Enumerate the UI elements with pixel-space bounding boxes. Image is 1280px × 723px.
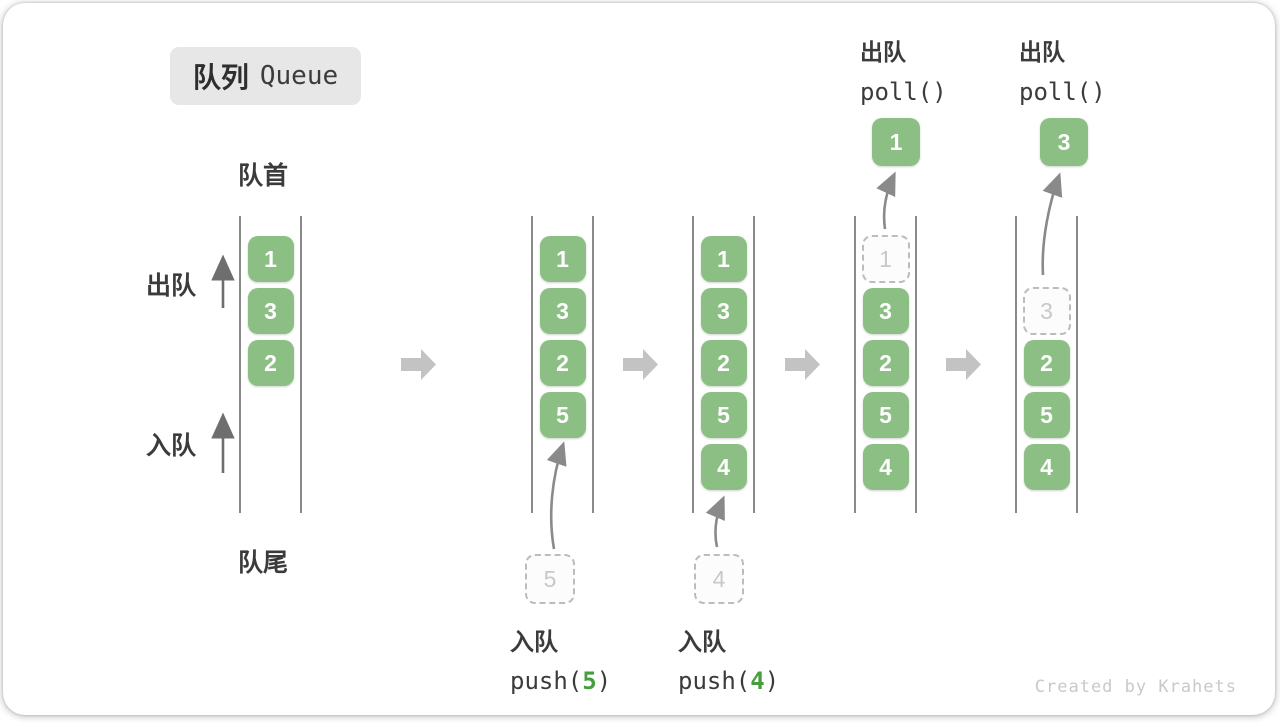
poll-header-2: 出队 poll() (1019, 33, 1106, 106)
queue-item: 2 (1023, 340, 1070, 386)
pending-item: 4 (694, 554, 744, 604)
queue-item: 3 (862, 288, 909, 334)
queue-item: 1 (539, 236, 586, 282)
poll-header-1: 出队 poll() (860, 33, 947, 106)
queue-diagram-canvas: 队列 Queue 队首 队尾 出队 入队 出队 poll() 出队 poll()… (3, 3, 1275, 715)
queue-item: 1 (247, 236, 294, 282)
operation-arrow-icons (546, 171, 1063, 550)
poll-header-1-code: poll() (860, 78, 947, 106)
queue-item: 1 (700, 236, 747, 282)
watermark: Created by Krahets (1034, 677, 1237, 697)
title-zh: 队列 (192, 62, 249, 93)
queue-item: 4 (700, 444, 747, 490)
push-caption-2-zh: 入队 (678, 629, 726, 656)
queue-item: 4 (1023, 444, 1070, 490)
queue-item: 2 (539, 340, 586, 386)
poll-header-2-code: poll() (1019, 78, 1106, 106)
push-caption-1-code: push(5) (510, 667, 612, 695)
queue-item: 2 (247, 340, 294, 386)
poll-header-2-zh: 出队 (1019, 39, 1065, 65)
polled-item: 3 (1040, 118, 1088, 166)
queue-item: 5 (862, 392, 909, 438)
queue-item: 3 (539, 288, 586, 334)
queue-slot-ghost: 3 (1022, 287, 1071, 335)
queue-column-walls (239, 216, 1078, 513)
queue-item: 3 (700, 288, 747, 334)
queue-rear-label: 队尾 (238, 549, 289, 577)
push-caption-2: 入队 push(4) (678, 622, 779, 695)
queue-slot-ghost: 1 (861, 235, 910, 283)
queue-item: 3 (247, 288, 294, 334)
poll-header-1-zh: 出队 (860, 39, 906, 65)
queue-item: 5 (700, 392, 747, 438)
dequeue-side-label: 出队 (146, 272, 197, 300)
queue-front-label: 队首 (238, 162, 289, 190)
pending-item: 5 (525, 554, 575, 604)
queue-item: 5 (1023, 392, 1070, 438)
push-caption-1-zh: 入队 (510, 629, 558, 656)
queue-item: 4 (862, 444, 909, 490)
push-caption-1: 入队 push(5) (510, 622, 611, 695)
push-arg-value: 4 (750, 667, 765, 695)
title-badge: 队列 Queue (170, 47, 361, 105)
diagram-linework (211, 171, 1078, 550)
title-en: Queue (259, 61, 339, 91)
push-caption-2-code: push(4) (678, 667, 780, 695)
push-arg-value: 5 (582, 667, 597, 695)
enqueue-side-label: 入队 (146, 432, 197, 460)
queue-item: 5 (539, 392, 586, 438)
queue-item: 2 (862, 340, 909, 386)
polled-item: 1 (872, 118, 920, 166)
queue-item: 2 (700, 340, 747, 386)
